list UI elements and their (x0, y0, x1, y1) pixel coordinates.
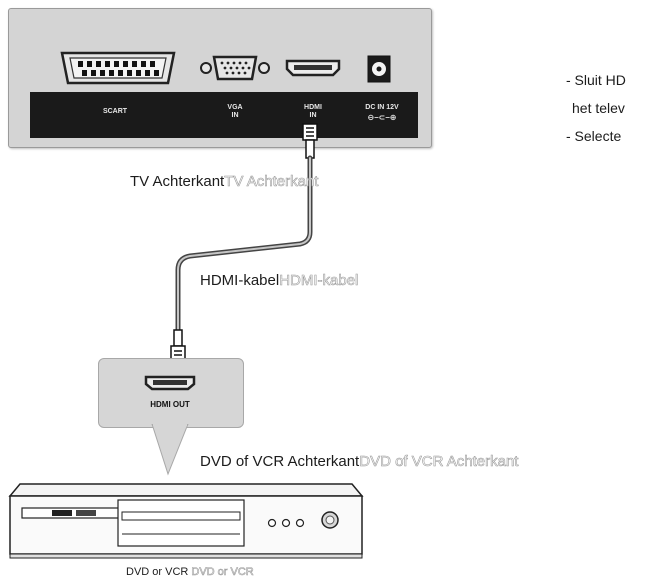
hdmi-out-callout (98, 358, 244, 428)
hdmi-in-label: HDMI IN (304, 104, 322, 119)
scart-label: SCART (102, 108, 128, 115)
tv-back-caption: TV AchterkantTV Achterkant (130, 173, 319, 191)
hdmi-cable-caption: HDMI-kabelHDMI-kabel (200, 272, 359, 290)
scart-connector (60, 51, 176, 85)
note-line-2: het telev (572, 100, 625, 116)
hdmi-cable-caption-ghost: HDMI-kabel (279, 272, 359, 290)
device-caption-ghost: DVD or VCR (191, 566, 254, 579)
note-line-3: - Selecte (566, 128, 622, 144)
dc-in-jack (367, 55, 391, 83)
device-caption-text: DVD or VCR (126, 566, 189, 578)
hdmi-out-connector (144, 375, 196, 391)
dc-in-label: DC IN 12V (365, 104, 399, 111)
tv-back-caption-text: TV Achterkant (130, 173, 225, 190)
source-back-caption-ghost: DVD of VCR Achterkant (359, 453, 519, 471)
dc-polarity-symbol: ⊖–⊂–⊕ (367, 113, 397, 122)
hdmi-in-connector (285, 59, 341, 77)
vga-in-label: VGA IN (227, 104, 243, 119)
callout-pointer (151, 424, 189, 476)
hdmi-cable-caption-text: HDMI-kabel (200, 272, 280, 289)
port-label-bar (30, 92, 418, 138)
tv-back-caption-ghost: TV Achterkant (224, 173, 319, 191)
source-back-caption-text: DVD of VCR Achterkant (200, 453, 360, 470)
source-back-caption: DVD of VCR AchterkantDVD of VCR Achterka… (200, 453, 519, 471)
note-line-1: - Sluit HD (566, 72, 626, 88)
hdmi-out-label: HDMI OUT (150, 400, 190, 409)
device-caption: DVD or VCR DVD or VCR (126, 566, 254, 579)
dvd-vcr-device (8, 483, 364, 559)
vga-connector (200, 55, 270, 81)
